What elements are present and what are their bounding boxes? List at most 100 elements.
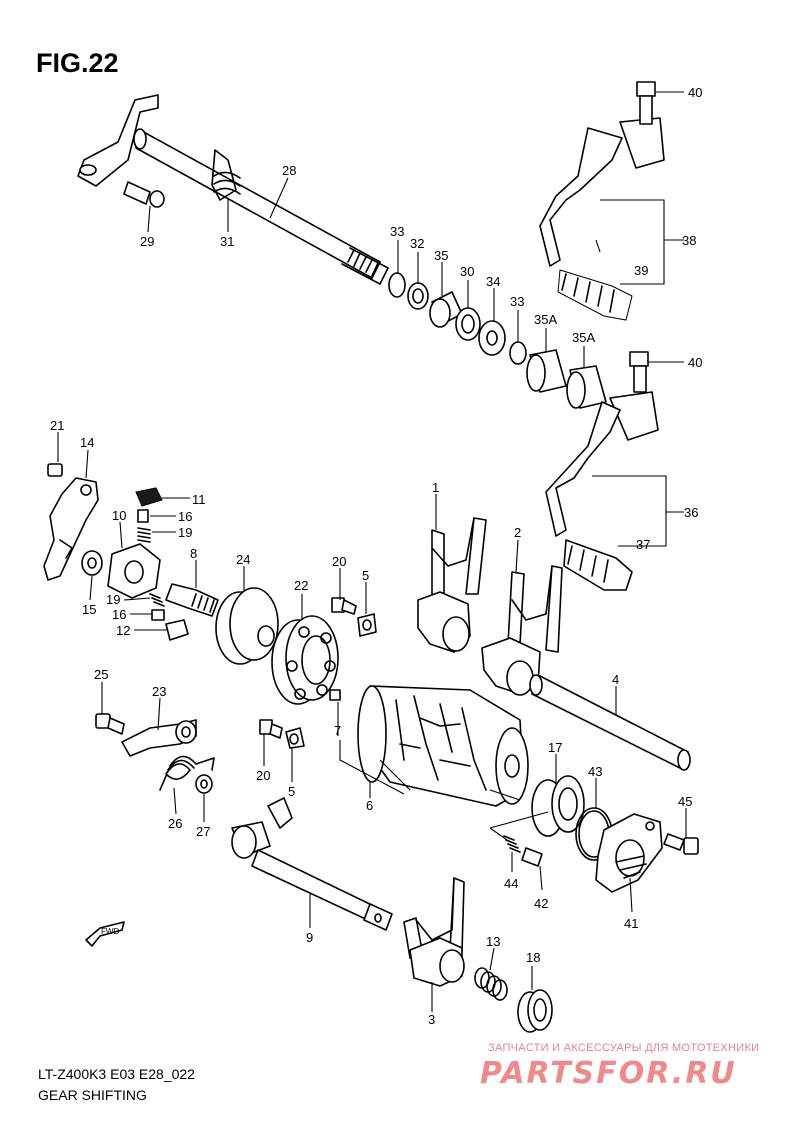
washer-5b	[285, 727, 305, 749]
bolt-20a	[331, 597, 357, 615]
label-38: 38	[682, 233, 696, 248]
shift-pedal-36	[545, 391, 659, 591]
label-22: 22	[294, 578, 308, 593]
label-34: 34	[486, 274, 500, 289]
label-33a: 33	[390, 224, 404, 239]
label-19a: 19	[178, 525, 192, 540]
cap-11	[135, 487, 163, 507]
fwd-text: FWD	[101, 927, 119, 936]
fork-shaft-4	[529, 674, 691, 771]
bolt-20b	[259, 719, 283, 739]
bolt-25	[95, 713, 125, 735]
shift-pedal-38	[539, 117, 665, 321]
plate-12	[165, 619, 189, 641]
label-6: 6	[366, 798, 373, 813]
section-title: GEAR SHIFTING	[38, 1087, 147, 1103]
label-9: 9	[306, 930, 313, 945]
cam-stopper-10	[107, 543, 161, 599]
bolt-21	[47, 463, 63, 477]
label-44: 44	[504, 876, 518, 891]
pin-29	[123, 181, 165, 208]
label-36: 36	[684, 505, 698, 520]
label-37: 37	[636, 537, 650, 552]
label-30: 30	[460, 264, 474, 279]
bushing-35a2	[566, 365, 607, 409]
label-3: 3	[428, 1012, 435, 1027]
circlip-33b	[509, 341, 527, 365]
label-15: 15	[82, 602, 96, 617]
spring-44	[503, 835, 521, 853]
label-21: 21	[50, 418, 64, 433]
shift-fork-3	[403, 877, 465, 987]
gearshift-cam-6	[357, 685, 529, 807]
label-17: 17	[548, 740, 562, 755]
switch-41	[595, 813, 663, 893]
label-23: 23	[152, 684, 166, 699]
bushing-35a1	[526, 349, 567, 393]
shift-fork-2	[481, 565, 563, 696]
label-12: 12	[116, 623, 130, 638]
washer-32	[407, 282, 429, 310]
spring-26	[159, 755, 215, 791]
label-2: 2	[514, 525, 521, 540]
label-13: 13	[486, 934, 500, 949]
model-code: LT-Z400K3 E03 E28_022	[38, 1066, 195, 1082]
label-40a: 40	[688, 85, 702, 100]
washer-5a	[357, 613, 377, 637]
circlip-33a	[388, 272, 406, 298]
shift-shaft-28	[77, 94, 389, 285]
label-45: 45	[678, 794, 692, 809]
washer-15	[81, 550, 103, 576]
label-11: 11	[192, 492, 206, 507]
oil-seal-18	[517, 989, 553, 1033]
label-7: 7	[334, 723, 341, 738]
cam-driven-gear-24	[215, 587, 279, 665]
spring-13	[474, 967, 508, 1001]
bolt-45	[663, 833, 699, 855]
label-40b: 40	[688, 355, 702, 370]
label-33b: 33	[510, 294, 524, 309]
label-4: 4	[612, 672, 619, 687]
spring-31	[211, 149, 241, 201]
seal-30	[455, 307, 481, 341]
bolt-40a	[636, 81, 656, 125]
label-35a-1: 35A	[534, 312, 557, 327]
washer-27	[195, 774, 213, 794]
washer-34	[478, 320, 506, 356]
label-24: 24	[236, 552, 250, 567]
bearing-17	[531, 775, 585, 837]
label-10: 10	[112, 508, 126, 523]
label-25: 25	[94, 667, 108, 682]
label-18: 18	[526, 950, 540, 965]
pin-16a	[137, 509, 149, 523]
bolt-8	[165, 583, 219, 617]
label-19b: 19	[106, 592, 120, 607]
label-16a: 16	[178, 509, 192, 524]
label-41: 41	[624, 916, 638, 931]
label-43: 43	[588, 764, 602, 779]
label-14: 14	[80, 435, 94, 450]
label-39: 39	[634, 263, 648, 278]
pin-42	[521, 847, 543, 867]
leader-lines	[57, 91, 687, 1012]
label-35: 35	[434, 248, 448, 263]
spring-19a	[137, 527, 151, 543]
fwd-arrow-icon: FWD	[85, 921, 125, 947]
figure-title: FIG.22	[36, 48, 119, 78]
label-20a: 20	[332, 554, 346, 569]
spring-19b	[149, 593, 165, 607]
watermark-logo: PARTSFOR.RU	[480, 1056, 737, 1091]
label-29: 29	[140, 234, 154, 249]
bearing-22	[271, 615, 339, 705]
label-32: 32	[410, 236, 424, 251]
stopper-plate-14	[43, 477, 99, 581]
label-20b: 20	[256, 768, 270, 783]
label-42: 42	[534, 896, 548, 911]
label-8: 8	[190, 546, 197, 561]
bolt-40b	[629, 351, 649, 393]
gearshift-shaft-9	[231, 797, 393, 931]
pin-16b	[151, 609, 165, 621]
label-16b: 16	[112, 607, 126, 622]
label-5a: 5	[362, 568, 369, 583]
